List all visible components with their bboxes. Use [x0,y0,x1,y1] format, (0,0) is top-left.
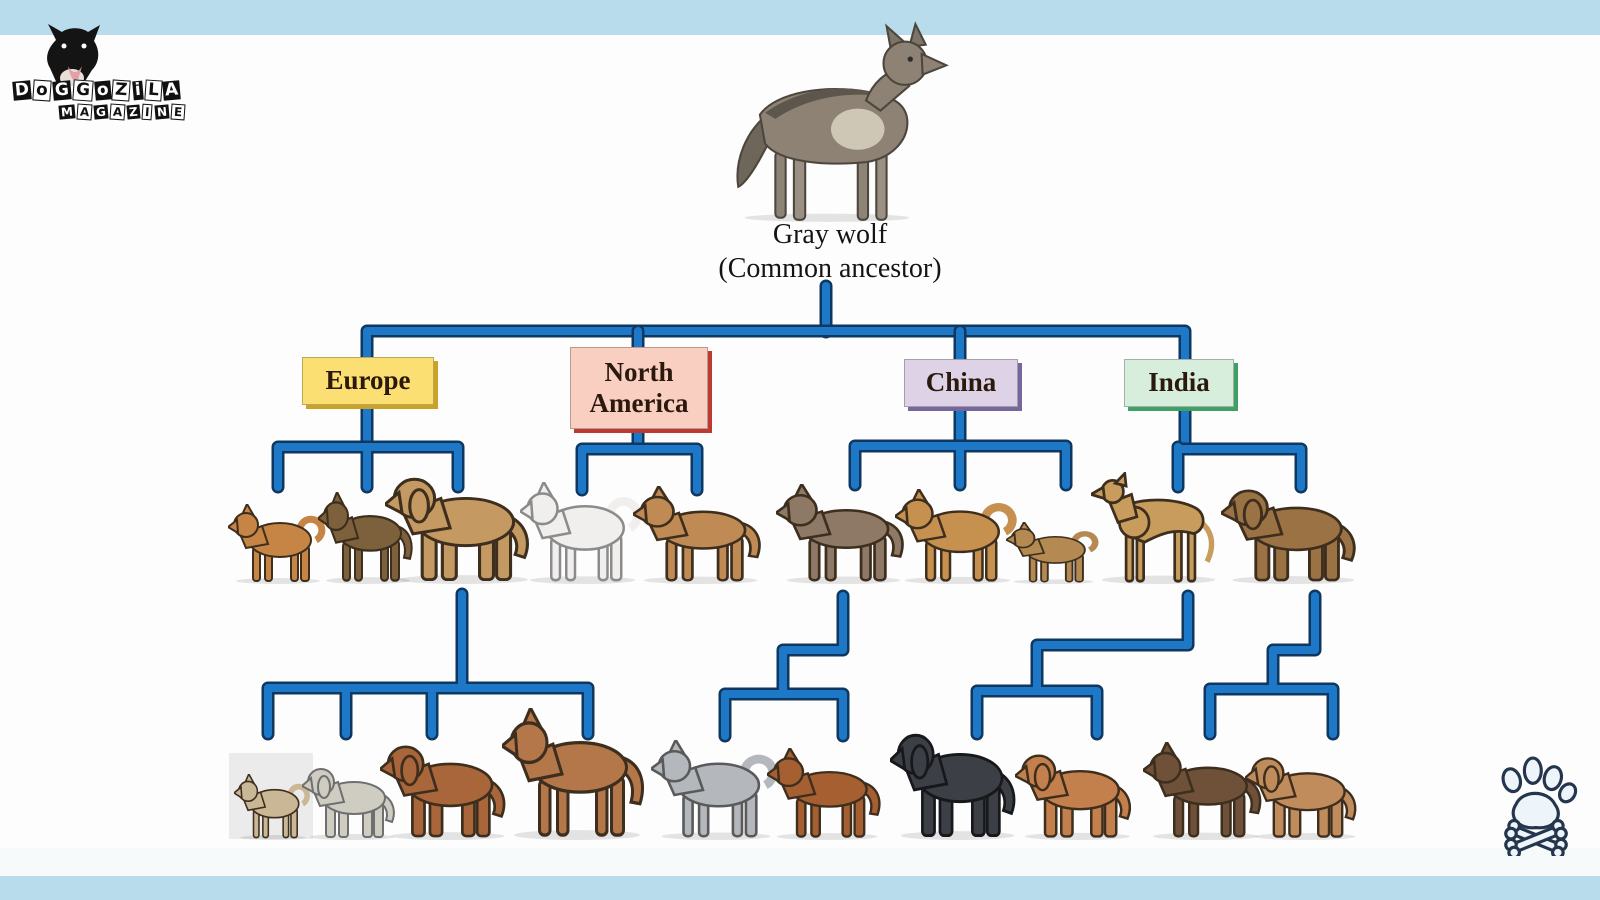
logo-letter: I [141,103,154,121]
indian-greyhound-icon [1091,472,1226,584]
indian-mastiff-descendants [1206,592,1337,738]
logo-letter: E [170,103,186,121]
husky-icon [651,740,781,840]
bottom-band [0,876,1600,900]
logo-letter: D [12,79,32,101]
pug-icon [234,774,312,840]
logo-letter: G [93,104,109,120]
chow-chow-icon [895,489,1020,584]
logo-letter: G [52,79,72,101]
ground-strip [0,848,1600,876]
logo-letter: M [58,104,76,120]
logo-letter: Z [111,79,132,102]
pekingese-icon [1006,522,1101,584]
region-box-europe: Europe [302,357,434,405]
brittany-icon [1245,748,1365,840]
saint-bernard-icon [380,735,515,840]
paw-and-crossbones-icon [1501,756,1578,856]
spaniel-icon [1015,745,1140,840]
greyhound-descendants [970,589,1195,741]
region-box-north-america: North America [570,347,708,429]
europe-subtree [274,443,462,491]
root-label: Gray wolf (Common ancestor) [630,218,1030,285]
root-label-line2: (Common ancestor) [718,252,942,284]
eskimo-dog-icon [520,482,645,584]
logo-letter: N [153,104,170,120]
gray-wolf-illustration [736,21,949,222]
china-wolfdog-descendants [721,592,847,740]
level1-bar [360,324,1192,454]
mastiff-icon [385,466,540,584]
north-america-subtree [578,445,701,494]
level1-bar [363,327,1189,451]
logo-letter: G [72,79,94,102]
logo-letter: Z [126,104,141,120]
logo-letter: L [143,79,163,102]
afghan-hound-icon [890,722,1025,840]
black-dog-photo-icon [47,24,100,86]
logo-letter: A [109,103,126,121]
region-box-china: China [904,359,1018,407]
logo-letter: o [93,79,112,101]
indian-mastiff-icon [1221,479,1366,584]
logo-letter: A [162,79,182,101]
pariah-dog-icon [767,748,887,840]
greyhound-descendants [973,592,1192,738]
region-box-india: India [1124,359,1234,407]
pomeranian-icon [228,504,328,584]
india-subtree [1174,443,1305,491]
mastiff-descendants [264,590,592,738]
china-subtree [851,442,1070,489]
logo-letter: o [32,79,52,102]
great-dane-icon [502,708,652,840]
logo-letter: i [131,79,144,101]
top-band [0,0,1600,35]
carolina-dog-icon [633,486,768,584]
logo-letter: A [76,103,93,121]
root-label-line1: Gray wolf [772,219,888,250]
chinese-wolf-dog-icon [776,484,911,584]
